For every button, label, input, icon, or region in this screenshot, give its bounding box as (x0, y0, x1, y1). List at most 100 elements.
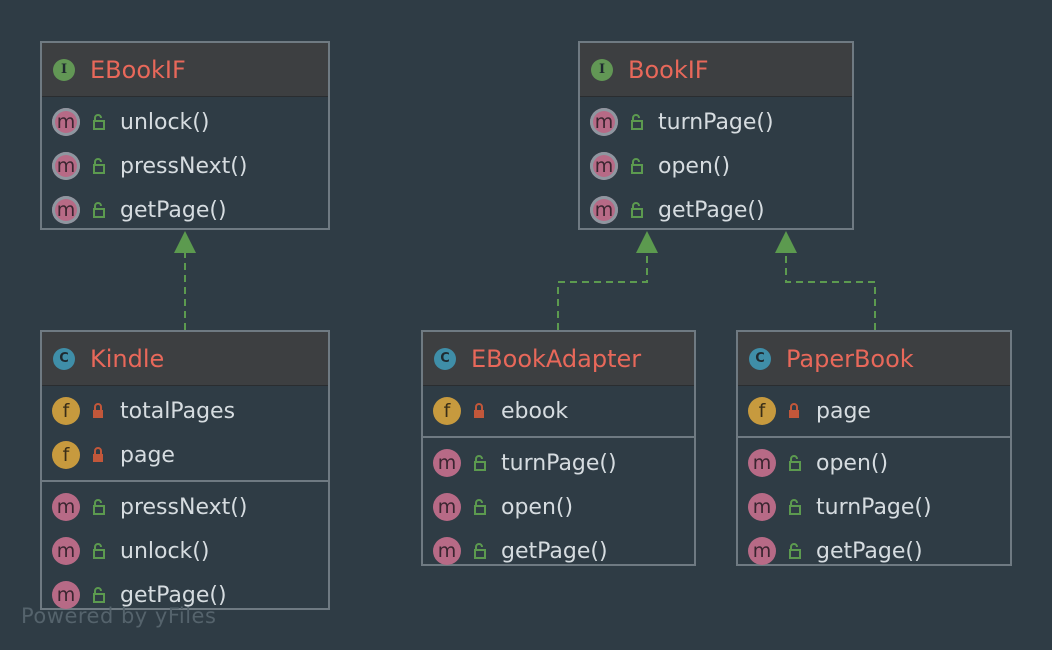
member-row[interactable]: f ebook (423, 389, 694, 433)
methods-section: m turnPage() m open() m getPage() (423, 436, 694, 576)
member-row[interactable]: m pressNext() (42, 485, 328, 529)
method-icon: m (433, 449, 461, 477)
member-row[interactable]: m getPage() (423, 529, 694, 573)
interface-icon: I (53, 58, 75, 81)
member-label: page (816, 398, 871, 424)
realization-edge-kindle-ebookif[interactable] (174, 231, 196, 330)
methods-section: m pressNext() m unlock() m getPage() (42, 480, 328, 620)
member-label: totalPages (120, 398, 236, 424)
member-label: getPage() (816, 538, 923, 564)
method-icon: m (590, 152, 618, 180)
public-lock-icon (90, 498, 108, 516)
node-header: I BookIF (580, 43, 852, 97)
public-lock-icon (786, 498, 804, 516)
arrowhead-icon (775, 231, 797, 253)
public-lock-icon (90, 157, 108, 175)
member-row[interactable]: f totalPages (42, 389, 328, 433)
member-row[interactable]: f page (42, 433, 328, 477)
public-lock-icon (628, 113, 646, 131)
member-label: turnPage() (658, 109, 774, 135)
member-label: getPage() (120, 582, 227, 608)
member-label: open() (501, 494, 574, 520)
public-lock-icon (90, 201, 108, 219)
member-row[interactable]: m open() (738, 441, 1010, 485)
method-icon: m (52, 537, 80, 565)
edge-line (557, 250, 648, 330)
realization-edge-paperbook-bookif[interactable] (775, 231, 876, 330)
interface-ebookif[interactable]: I EBookIF m unlock() m pressNext() m get… (40, 41, 330, 230)
node-header: I EBookIF (42, 43, 328, 97)
public-lock-icon (628, 201, 646, 219)
member-label: turnPage() (816, 494, 932, 520)
class-icon: C (749, 347, 771, 370)
class-icon: C (434, 347, 456, 370)
private-lock-icon (90, 402, 108, 420)
member-label: getPage() (120, 197, 227, 223)
member-label: open() (816, 450, 889, 476)
member-row[interactable]: m getPage() (42, 573, 328, 617)
method-icon: m (748, 493, 776, 521)
method-icon: m (433, 493, 461, 521)
member-label: unlock() (120, 109, 210, 135)
member-label: pressNext() (120, 153, 248, 179)
member-row[interactable]: m unlock() (42, 100, 328, 144)
field-icon: f (748, 397, 776, 425)
member-row[interactable]: m open() (580, 144, 852, 188)
member-row[interactable]: m getPage() (738, 529, 1010, 573)
method-icon: m (52, 196, 80, 224)
public-lock-icon (90, 586, 108, 604)
member-row[interactable]: m turnPage() (580, 100, 852, 144)
fields-section: f page (738, 386, 1010, 436)
method-icon: m (590, 108, 618, 136)
class-paperbook[interactable]: C PaperBook f page m open() m turnPage()… (736, 330, 1012, 566)
member-row[interactable]: f page (738, 389, 1010, 433)
field-icon: f (52, 441, 80, 469)
member-row[interactable]: m pressNext() (42, 144, 328, 188)
member-row[interactable]: m getPage() (42, 188, 328, 232)
method-icon: m (748, 537, 776, 565)
method-icon: m (433, 537, 461, 565)
methods-section: m open() m turnPage() m getPage() (738, 436, 1010, 576)
method-icon: m (52, 108, 80, 136)
field-icon: f (433, 397, 461, 425)
public-lock-icon (90, 113, 108, 131)
member-row[interactable]: m turnPage() (738, 485, 1010, 529)
arrowhead-icon (174, 231, 196, 253)
field-icon: f (52, 397, 80, 425)
node-title: BookIF (628, 55, 709, 84)
interface-icon: I (591, 58, 613, 81)
method-icon: m (52, 581, 80, 609)
method-icon: m (748, 449, 776, 477)
member-row[interactable]: m turnPage() (423, 441, 694, 485)
member-label: ebook (501, 398, 569, 424)
member-label: turnPage() (501, 450, 617, 476)
member-row[interactable]: m getPage() (580, 188, 852, 232)
edge-line (785, 250, 876, 330)
public-lock-icon (628, 157, 646, 175)
member-label: unlock() (120, 538, 210, 564)
node-title: Kindle (90, 344, 165, 373)
class-icon: C (53, 347, 75, 370)
node-title: EBookAdapter (471, 344, 642, 373)
member-label: page (120, 442, 175, 468)
fields-section: f ebook (423, 386, 694, 436)
class-ebookadapter[interactable]: C EBookAdapter f ebook m turnPage() m op… (421, 330, 696, 566)
private-lock-icon (471, 402, 489, 420)
member-row[interactable]: m open() (423, 485, 694, 529)
public-lock-icon (471, 542, 489, 560)
realization-edge-ebookadapter-bookif[interactable] (557, 231, 658, 330)
interface-bookif[interactable]: I BookIF m turnPage() m open() m getPage… (578, 41, 854, 230)
member-label: pressNext() (120, 494, 248, 520)
node-header: C EBookAdapter (423, 332, 694, 386)
public-lock-icon (786, 542, 804, 560)
node-title: EBookIF (90, 55, 186, 84)
member-label: open() (658, 153, 731, 179)
public-lock-icon (786, 454, 804, 472)
member-row[interactable]: m unlock() (42, 529, 328, 573)
private-lock-icon (90, 446, 108, 464)
node-title: PaperBook (786, 344, 914, 373)
public-lock-icon (471, 498, 489, 516)
class-kindle[interactable]: C Kindle f totalPages f page m pressNext… (40, 330, 330, 610)
method-icon: m (52, 493, 80, 521)
